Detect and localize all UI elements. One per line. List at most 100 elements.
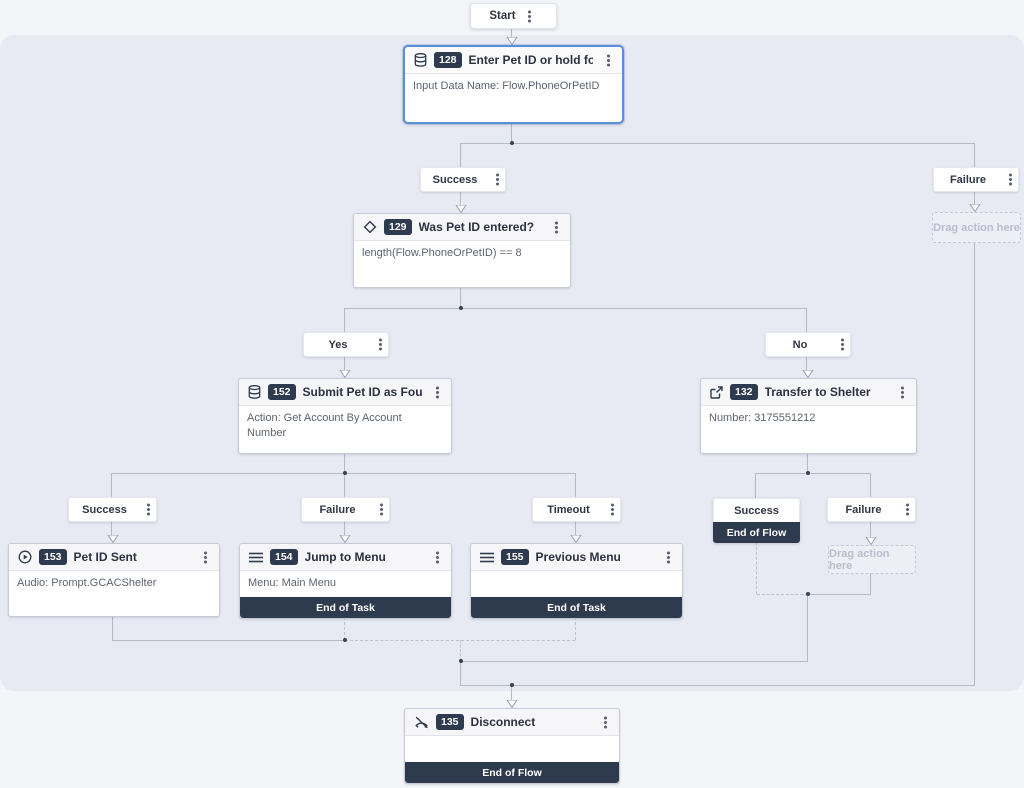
branch-label: Success <box>432 173 478 186</box>
arrowhead <box>506 37 518 45</box>
node-header: 152 Submit Pet ID as Found <box>239 379 451 406</box>
node-menu-button[interactable] <box>600 52 616 68</box>
kebab-icon <box>378 343 382 346</box>
arrowhead <box>969 204 981 212</box>
junction-dot <box>459 306 463 310</box>
node-header: 132 Transfer to Shelter <box>701 379 916 406</box>
connector <box>806 308 807 332</box>
node-id-badge: 154 <box>270 549 298 565</box>
node-menu-button[interactable] <box>548 219 564 235</box>
connector <box>460 143 461 167</box>
branch-success-152[interactable]: Success <box>68 497 157 522</box>
branch-menu-button[interactable] <box>140 502 156 518</box>
branch-label: Success <box>713 498 800 522</box>
node-title: Transfer to Shelter <box>764 385 871 399</box>
node-menu-button[interactable] <box>597 714 613 730</box>
branch-timeout-152[interactable]: Timeout <box>532 497 621 522</box>
node-title: Disconnect <box>470 715 536 729</box>
node-153-pet-id-sent[interactable]: 153 Pet ID Sent Audio: Prompt.GCACShelte… <box>8 543 220 617</box>
node-128-enter-pet-id[interactable]: 128 Enter Pet ID or hold for repres… Inp… <box>403 45 624 124</box>
node-menu-button[interactable] <box>894 384 910 400</box>
node-body <box>405 736 619 762</box>
node-menu-button[interactable] <box>660 549 676 565</box>
branch-no-129[interactable]: No <box>765 332 851 357</box>
kebab-icon <box>435 390 439 394</box>
branch-label: Failure <box>949 173 987 186</box>
connector <box>807 452 808 473</box>
branch-success-128[interactable]: Success <box>420 167 506 192</box>
node-menu-button[interactable] <box>429 384 445 400</box>
arrowhead <box>865 537 877 545</box>
connector <box>870 573 871 594</box>
junction-dot <box>459 659 463 663</box>
node-129-was-pet-id-entered[interactable]: 129 Was Pet ID entered? length(Flow.Phon… <box>353 213 571 288</box>
data-action-icon <box>414 53 427 67</box>
node-header: 135 Disconnect <box>405 709 619 736</box>
junction-dot <box>806 592 810 596</box>
connector <box>575 521 576 535</box>
branch-menu-button[interactable] <box>899 502 915 518</box>
connector <box>755 473 871 474</box>
branch-failure-132[interactable]: Failure <box>827 497 916 522</box>
branch-menu-button[interactable] <box>1002 172 1018 188</box>
node-title: Previous Menu <box>535 550 621 564</box>
node-title: Enter Pet ID or hold for repres… <box>468 53 593 67</box>
connector <box>806 356 807 370</box>
branch-label: Failure <box>319 503 356 516</box>
node-body: Number: 3175551212 <box>709 412 816 424</box>
node-152-submit-pet-id[interactable]: 152 Submit Pet ID as Found Action: Get A… <box>238 378 452 454</box>
branch-success-132-end-of-flow[interactable]: Success End of Flow <box>713 498 800 543</box>
connector <box>511 122 512 143</box>
connector <box>460 661 808 662</box>
junction-dot <box>343 471 347 475</box>
kebab-icon <box>435 555 439 559</box>
connector <box>111 473 112 497</box>
start-node[interactable]: Start <box>470 3 557 29</box>
connector <box>575 473 576 497</box>
node-132-transfer-to-shelter[interactable]: 132 Transfer to Shelter Number: 31755512… <box>700 378 917 454</box>
connector <box>870 521 871 537</box>
node-header: 128 Enter Pet ID or hold for repres… <box>405 47 622 74</box>
placeholder-label: Drag action here <box>933 221 1020 234</box>
node-body: Action: Get Account By Account Number <box>247 412 402 439</box>
branch-label: Failure <box>845 503 882 516</box>
branch-menu-button[interactable] <box>489 172 505 188</box>
connector <box>112 640 345 641</box>
end-of-flow-terminal: End of Flow <box>405 762 619 783</box>
branch-menu-button[interactable] <box>834 337 850 353</box>
connector <box>344 473 345 497</box>
node-id-badge: 153 <box>39 549 67 565</box>
connector <box>807 594 871 595</box>
node-155-previous-menu[interactable]: 155 Previous Menu End of Task <box>470 543 683 619</box>
end-of-task-terminal: End of Task <box>240 597 451 618</box>
branch-menu-button[interactable] <box>372 337 388 353</box>
node-title: Was Pet ID entered? <box>418 220 535 234</box>
node-title: Jump to Menu <box>304 550 386 564</box>
menu-icon <box>249 552 263 563</box>
data-action-icon <box>248 385 261 399</box>
arrowhead <box>570 535 582 543</box>
node-135-disconnect[interactable]: 135 Disconnect End of Flow <box>404 708 620 784</box>
start-menu-button[interactable] <box>522 8 538 24</box>
node-154-jump-to-menu[interactable]: 154 Jump to Menu Menu: Main Menu End of … <box>239 543 452 619</box>
connector <box>460 191 461 205</box>
drag-action-placeholder-failure-132[interactable]: Drag action here <box>828 545 916 574</box>
branch-failure-128[interactable]: Failure <box>933 167 1019 192</box>
connector <box>974 143 975 167</box>
node-body <box>471 571 682 597</box>
arrowhead <box>455 205 467 213</box>
branch-menu-button[interactable] <box>604 502 620 518</box>
disconnect-icon <box>414 716 429 729</box>
branch-yes-129[interactable]: Yes <box>303 332 389 357</box>
connector <box>112 615 113 640</box>
node-menu-button[interactable] <box>197 549 213 565</box>
connector <box>344 308 345 332</box>
kebab-icon <box>603 720 607 724</box>
arrowhead <box>339 370 351 378</box>
connector-dashed <box>460 640 461 661</box>
branch-menu-button[interactable] <box>373 502 389 518</box>
node-menu-button[interactable] <box>429 549 445 565</box>
branch-failure-152[interactable]: Failure <box>301 497 390 522</box>
drag-action-placeholder-failure-128[interactable]: Drag action here <box>932 212 1021 243</box>
